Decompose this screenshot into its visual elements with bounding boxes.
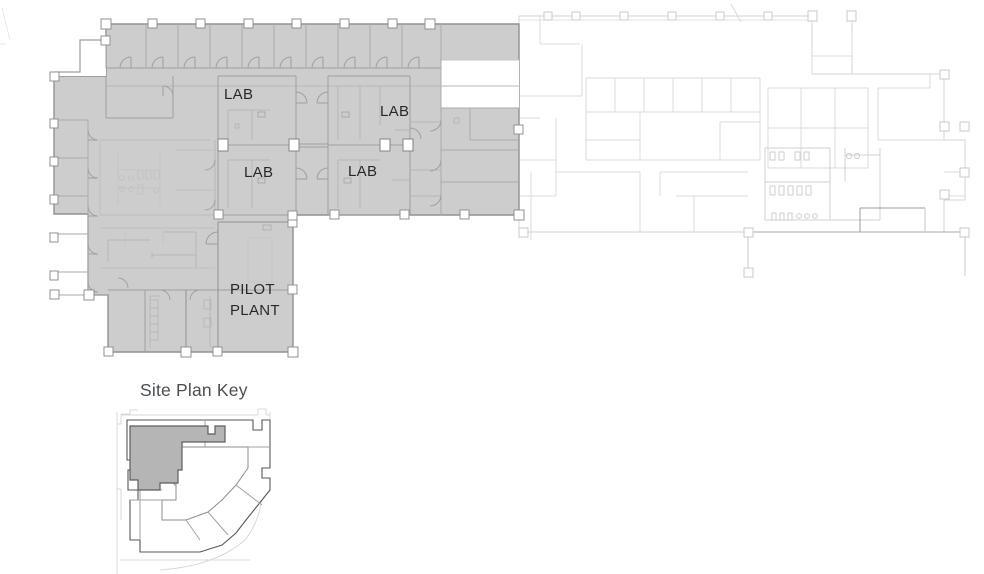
- room-label-pilot-plant-line1: PILOT: [230, 281, 275, 298]
- guide-line-upper-left: [1, 7, 11, 41]
- site-plan-key-highlight-area: [129, 425, 226, 491]
- site-plan-key-diagram: [116, 408, 271, 574]
- column-markers-highlighted: [49, 18, 525, 358]
- column-markers-inactive: [518, 10, 970, 278]
- room-label-lab-2: LAB: [380, 103, 409, 120]
- room-label-pilot-plant-line2: PLANT: [230, 302, 280, 319]
- room-label-lab-3: LAB: [244, 164, 273, 181]
- room-label-lab-1: LAB: [224, 86, 253, 103]
- highlighted-wing-partitions: [54, 24, 519, 352]
- inactive-wing-group: [518, 3, 966, 276]
- room-label-lab-4: LAB: [348, 163, 377, 180]
- site-plan-key-title: Site Plan Key: [140, 380, 248, 400]
